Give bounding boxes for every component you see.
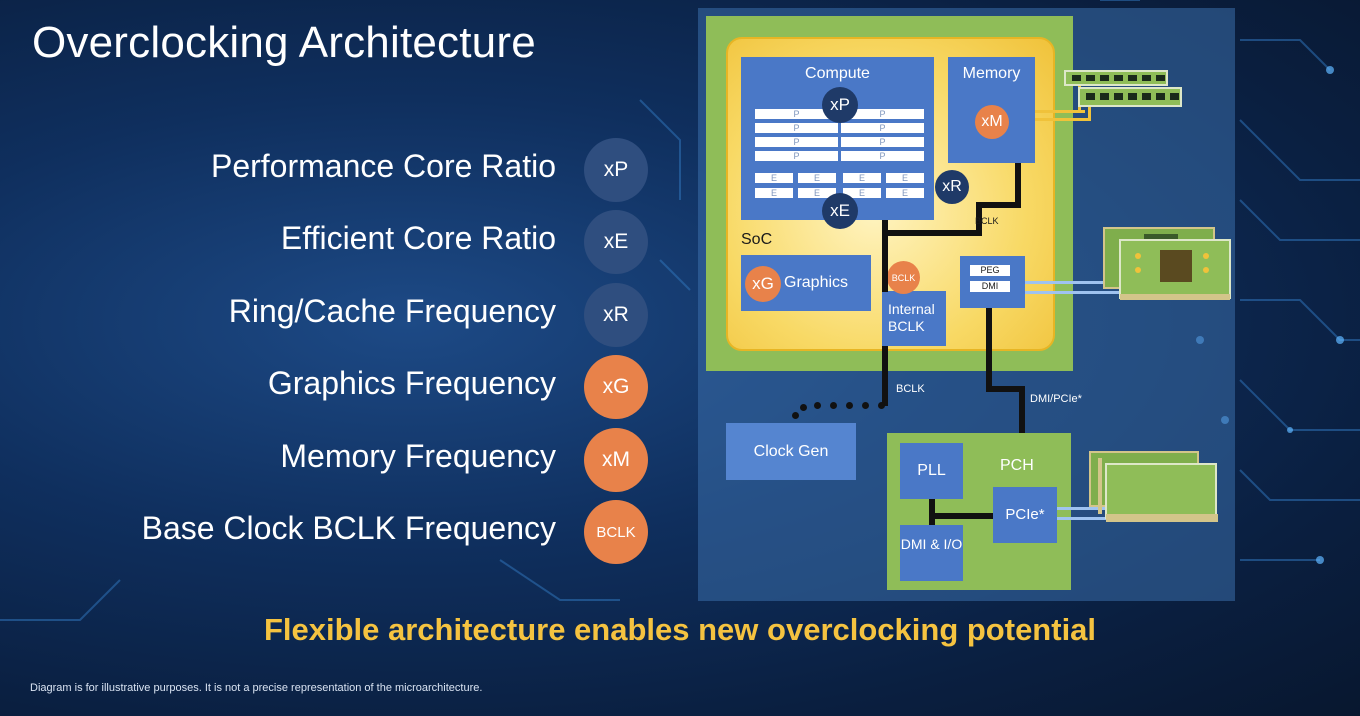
xp-badge: xP (584, 138, 648, 202)
ring-wire (882, 230, 982, 236)
bclk-wire (882, 346, 888, 406)
ring-wire (976, 202, 1021, 208)
pcie-label: PCIe* (1005, 506, 1045, 523)
e-core: E (755, 173, 793, 183)
memory-label: Memory (962, 65, 1021, 82)
e-core: E (798, 173, 836, 183)
p-core: P (755, 137, 838, 147)
dmi-io-label: DMI & I/O (900, 536, 963, 552)
bclk-badge: BCLK (584, 500, 648, 564)
peg-trace (1025, 291, 1130, 294)
feature-label: Ring/Cache Frequency (228, 293, 556, 329)
dmi-io-block: DMI & I/O (900, 525, 963, 581)
p-core: P (841, 109, 924, 119)
graphics-label: Graphics (784, 274, 849, 291)
bclk-dot (846, 402, 853, 409)
e-core: E (843, 188, 881, 198)
bclk-dot (878, 402, 885, 409)
dmi-pcie-label: DMI/PCIe* (1030, 393, 1082, 405)
p-core: P (755, 151, 838, 161)
compute-label: Compute (805, 65, 870, 82)
xe-badge: xE (822, 193, 858, 229)
pll-pcie-wire (929, 513, 993, 519)
p-core: P (841, 123, 924, 133)
dimm-chips (1072, 75, 1179, 100)
pcie-trace (1057, 517, 1117, 520)
internal-bclk-label: Internal BCLK (888, 301, 935, 334)
feature-row-graphics: Graphics Frequency xG (0, 355, 680, 419)
clock-gen-label: Clock Gen (753, 443, 829, 460)
feature-row-performance-core: Performance Core Ratio xP (0, 138, 680, 202)
dmi-pcie-wire (986, 386, 1025, 392)
xm-badge: xM (584, 428, 648, 492)
bclk-dot (814, 402, 821, 409)
e-core: E (798, 188, 836, 198)
memory-trace (1035, 118, 1091, 121)
xg-badge: xG (584, 355, 648, 419)
memory-wire (1015, 163, 1021, 208)
p-core: P (841, 137, 924, 147)
bclk-wire-label: BCLK (896, 383, 925, 395)
xr-badge: xR (584, 283, 648, 347)
p-core: P (755, 109, 838, 119)
bclk-dot (862, 402, 869, 409)
ring-wire (976, 202, 982, 236)
feature-label: Efficient Core Ratio (280, 220, 556, 256)
feature-label: Performance Core Ratio (210, 148, 556, 184)
pcie-trace (1057, 507, 1117, 510)
xp-badge: xP (822, 87, 858, 123)
bclk-dot (830, 402, 837, 409)
bclk-badge: BCLK (887, 261, 920, 294)
tagline: Flexible architecture enables new overcl… (263, 612, 1097, 647)
dmi-port: DMI (970, 281, 1010, 292)
pcie-card-icon (1103, 227, 1231, 300)
feature-label: Base Clock BCLK Frequency (141, 510, 556, 546)
bclk-wire-label: BCLK (975, 216, 999, 226)
feature-label: Memory Frequency (280, 438, 556, 474)
pll-wire (929, 499, 935, 525)
xe-badge: xE (584, 210, 648, 274)
feature-row-efficient-core: Efficient Core Ratio xE (0, 210, 680, 274)
xg-badge: xG (745, 266, 781, 302)
e-core: E (886, 173, 924, 183)
bclk-dot (800, 404, 807, 411)
bclk-dot (792, 412, 799, 419)
feature-row-memory: Memory Frequency xM (0, 428, 680, 492)
xr-badge: xR (935, 170, 969, 204)
feature-label: Graphics Frequency (267, 365, 556, 401)
p-core: P (841, 151, 924, 161)
e-core: E (755, 188, 793, 198)
dmi-pcie-wire (1019, 386, 1025, 434)
internal-bclk-block: Internal BCLK (882, 291, 946, 346)
pll-label: PLL (917, 462, 946, 479)
e-core: E (886, 188, 924, 198)
page-title: Overclocking Architecture (32, 18, 536, 67)
p-core: P (755, 123, 838, 133)
e-core: E (843, 173, 881, 183)
pll-block: PLL (900, 443, 963, 499)
peg-trace (1025, 281, 1130, 284)
xm-badge: xM (975, 105, 1009, 139)
peg-port: PEG (970, 265, 1010, 276)
pcie-card-icon (1089, 451, 1218, 522)
pcie-block: PCIe* (993, 487, 1057, 543)
pch-label: PCH (1000, 457, 1034, 474)
memory-trace (1035, 110, 1085, 113)
soc-label: SoC (741, 231, 773, 248)
footnote: Diagram is for illustrative purposes. It… (30, 682, 483, 694)
memory-trace (1088, 100, 1091, 120)
clock-gen-block: Clock Gen (726, 423, 856, 480)
dmi-pcie-wire (986, 308, 992, 390)
feature-row-bclk: Base Clock BCLK Frequency BCLK (0, 500, 680, 564)
compute-ring-wire (882, 220, 888, 292)
feature-row-ring-cache: Ring/Cache Frequency xR (0, 283, 680, 347)
